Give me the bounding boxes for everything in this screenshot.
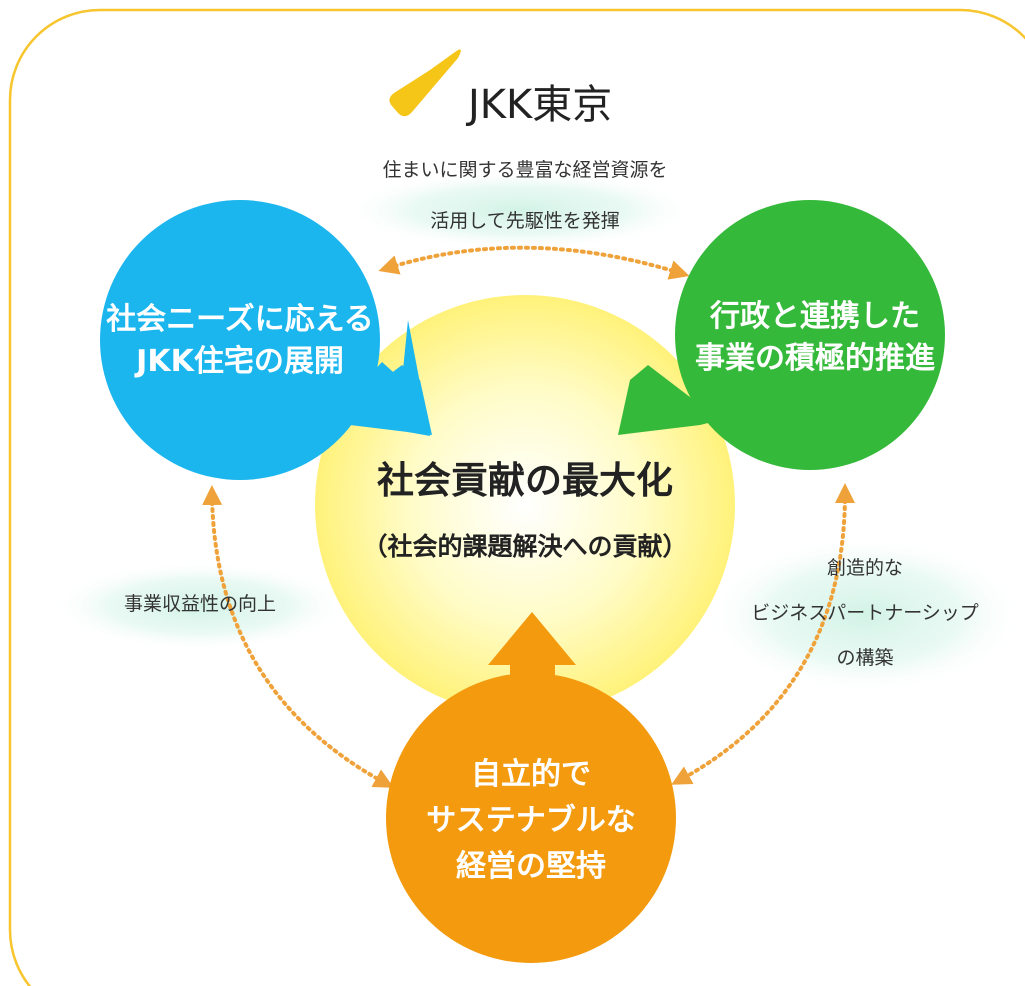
- orange-circle-shape: [386, 612, 676, 963]
- top-label-line2: 活用して先駆性を発揮: [430, 210, 620, 232]
- left-dotted-arrow: [202, 485, 394, 788]
- right-label-line2: ビジネスパートナーシップ: [751, 602, 979, 624]
- logo-mark-icon: [389, 49, 461, 117]
- right-label-line3: の構築: [836, 647, 894, 669]
- top-label: 住まいに関する豊富な経営資源を 活用して先駆性を発揮: [325, 147, 725, 245]
- orange-circle-line2: サステナブルな: [426, 803, 636, 838]
- green-circle-line2: 事業の積極的推進: [695, 341, 935, 376]
- center-subtitle: （社会的課題解決への貢献）: [362, 532, 688, 561]
- blue-circle-shape: [100, 200, 432, 480]
- green-circle-line1: 行政と連携した: [710, 299, 920, 334]
- blue-circle-line1: 社会ニーズに応える: [106, 302, 374, 337]
- top-dotted-arrow: [378, 245, 690, 280]
- left-label: 事業収益性の向上: [123, 593, 276, 615]
- center-title: 社会貢献の最大化: [377, 459, 673, 502]
- top-label-glow: [340, 170, 700, 250]
- logo-text: JKK東京: [468, 82, 613, 128]
- green-circle-text: 行政と連携した 事業の積極的推進: [675, 296, 955, 380]
- orange-circle-line1: 自立的で: [471, 757, 591, 792]
- green-circle-shape: [618, 200, 945, 470]
- right-dotted-arrow: [671, 483, 855, 785]
- right-label: 創造的な ビジネスパートナーシップ の構築: [720, 546, 1010, 681]
- right-label-line1: 創造的な: [826, 557, 903, 579]
- top-label-line1: 住まいに関する豊富な経営資源を: [382, 159, 668, 181]
- orange-circle-line3: 経営の堅持: [456, 849, 606, 884]
- blue-circle-text: 社会ニーズに応える JKK住宅の展開: [95, 299, 385, 383]
- blue-circle-line2: JKK住宅の展開: [136, 344, 344, 379]
- orange-circle-text: 自立的で サステナブルな 経営の堅持: [386, 752, 676, 890]
